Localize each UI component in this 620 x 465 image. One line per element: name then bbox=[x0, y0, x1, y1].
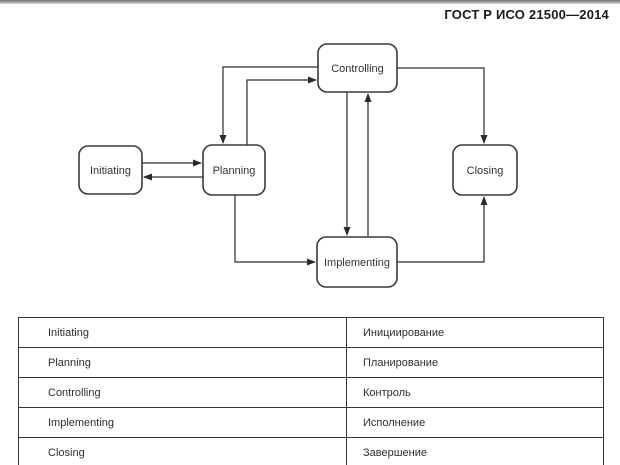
table-row: Initiating Инициирование bbox=[18, 317, 604, 348]
node-initiating: Initiating bbox=[78, 145, 143, 195]
table-cell-ru: Завершение bbox=[346, 437, 604, 465]
table-cell-ru: Исполнение bbox=[346, 407, 604, 438]
table-cell-ru: Инициирование bbox=[346, 317, 604, 348]
node-label-controlling: Controlling bbox=[331, 63, 384, 75]
window-top-edge bbox=[0, 0, 620, 4]
node-label-closing: Closing bbox=[467, 165, 504, 177]
edge-controlling-to-closing bbox=[397, 67, 488, 144]
table-row: Closing Завершение bbox=[18, 437, 604, 465]
edge-controlling-to-planning bbox=[219, 66, 318, 144]
node-label-planning: Planning bbox=[213, 165, 256, 177]
node-box-closing bbox=[452, 144, 518, 196]
node-box-implementing bbox=[316, 236, 398, 288]
edge-planning-to-controlling bbox=[246, 76, 317, 145]
table-cell-en: Initiating bbox=[18, 317, 347, 348]
node-closing: Closing bbox=[452, 144, 518, 196]
node-box-controlling bbox=[317, 43, 398, 93]
node-implementing: Implementing bbox=[316, 236, 398, 288]
table-row: Controlling Контроль bbox=[18, 377, 604, 408]
node-box-planning bbox=[202, 144, 266, 196]
table-row: Planning Планирование bbox=[18, 347, 604, 378]
node-controlling: Controlling bbox=[317, 43, 398, 93]
table-row: Implementing Исполнение bbox=[18, 407, 604, 438]
table-cell-en: Planning bbox=[18, 347, 347, 378]
table-cell-en: Controlling bbox=[18, 377, 347, 408]
table-cell-ru: Планирование bbox=[346, 347, 604, 378]
node-label-implementing: Implementing bbox=[324, 257, 390, 269]
edge-implementing-to-closing bbox=[397, 196, 488, 263]
process-groups-diagram: Initiating Planning ControllingImplementin… bbox=[78, 43, 518, 288]
translation-table: Initiating Инициирование Planning Планир… bbox=[18, 317, 604, 465]
table-cell-en: Closing bbox=[18, 437, 347, 465]
node-label-initiating: Initiating bbox=[90, 165, 131, 177]
standard-number-header: ГОСТ Р ИСО 21500—2014 bbox=[444, 7, 609, 22]
node-box-initiating bbox=[78, 145, 143, 195]
node-planning: Planning bbox=[202, 144, 266, 196]
table-cell-en: Implementing bbox=[18, 407, 347, 438]
edge-planning-to-implementing bbox=[234, 195, 316, 266]
table-cell-ru: Контроль bbox=[346, 377, 604, 408]
